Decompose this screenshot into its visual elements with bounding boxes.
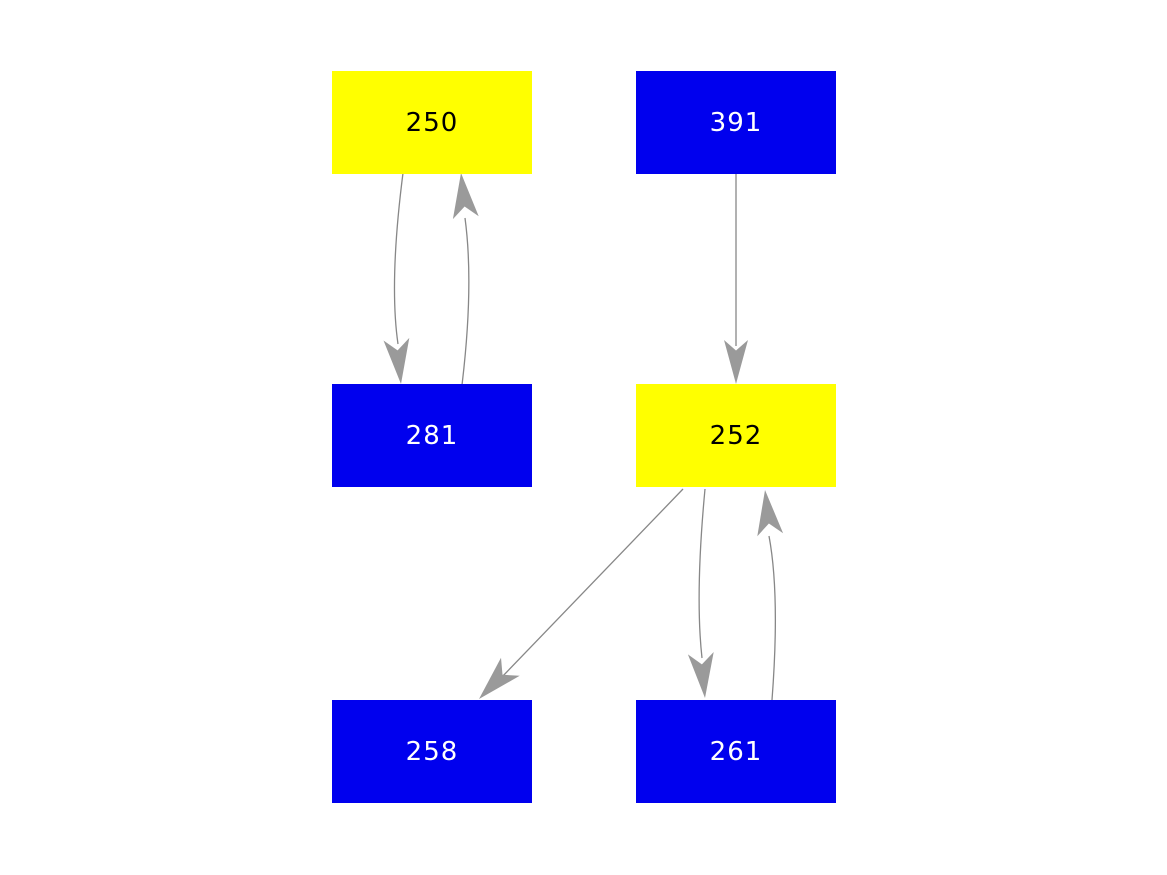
node-391-label: 391	[709, 107, 763, 138]
node-252-label: 252	[709, 420, 763, 451]
node-258: 258	[332, 700, 532, 803]
edge-391-to-252	[724, 173, 748, 384]
node-391: 391	[636, 71, 836, 174]
node-250-label: 250	[405, 107, 459, 138]
edge-281-to-250	[452, 173, 479, 386]
node-261-label: 261	[709, 736, 763, 767]
node-261: 261	[636, 700, 836, 803]
edge-252-to-261	[687, 488, 714, 698]
edge-261-to-252	[757, 490, 784, 701]
node-250: 250	[332, 71, 532, 174]
node-252: 252	[636, 384, 836, 487]
edge-250-to-281	[383, 172, 410, 384]
node-281-label: 281	[405, 420, 459, 451]
node-258-label: 258	[405, 736, 459, 767]
edge-252-to-258	[479, 488, 684, 699]
node-281: 281	[332, 384, 532, 487]
